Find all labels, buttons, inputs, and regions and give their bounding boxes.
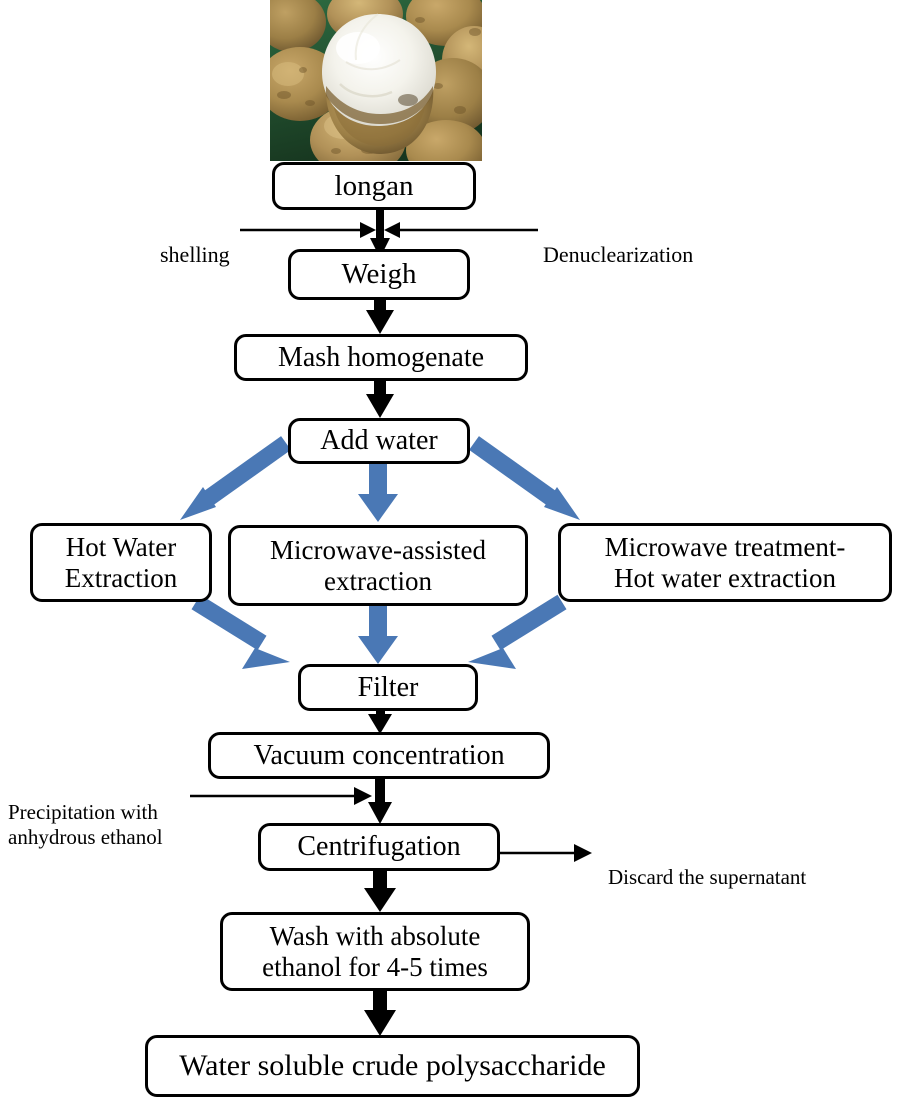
edge-denuclearization <box>384 222 538 238</box>
label-precipitation-text: Precipitation with anhydrous ethanol <box>8 799 163 849</box>
node-hot-water-extraction[interactable]: Hot Water Extraction <box>30 523 212 602</box>
node-weigh[interactable]: Weigh <box>288 249 470 300</box>
node-microwave-treatment-hot-water-extraction[interactable]: Microwave treatment- Hot water extractio… <box>558 523 892 602</box>
label-discard-the-supernatant: Discard the supernatant <box>608 840 806 890</box>
node-centrifugation[interactable]: Centrifugation <box>258 823 500 871</box>
edge-discard-supernatant <box>500 844 592 862</box>
node-microwave-assisted-extraction[interactable]: Microwave-assisted extraction <box>228 525 528 606</box>
node-filter-label: Filter <box>357 671 419 703</box>
edge-shelling <box>240 222 376 238</box>
node-filter[interactable]: Filter <box>298 664 478 711</box>
longan-photo-illustration <box>270 0 482 161</box>
node-microwave-treatment-hot-water-extraction-label: Microwave treatment- Hot water extractio… <box>604 532 846 593</box>
node-centrifugation-label: Centrifugation <box>297 831 461 863</box>
node-add-water-label: Add water <box>320 425 438 457</box>
node-longan-label: longan <box>334 169 414 202</box>
node-final-product[interactable]: Water soluble crude polysaccharide <box>145 1035 640 1097</box>
node-longan[interactable]: longan <box>272 162 476 210</box>
node-weigh-label: Weigh <box>341 258 417 291</box>
node-mash-homogenate-label: Mash homogenate <box>277 341 485 373</box>
label-denuclearization: Denuclearization <box>543 216 693 268</box>
edge-centrifugation-to-wash <box>364 871 396 912</box>
label-discard-text: Discard the supernatant <box>608 864 807 889</box>
edge-hotwater-to-filter <box>191 594 290 669</box>
edge-addwater-to-hotwater <box>180 436 291 520</box>
edge-weigh-to-mash <box>366 300 394 334</box>
edge-filter-to-vacuum <box>368 711 392 734</box>
node-vacuum-concentration[interactable]: Vacuum concentration <box>208 732 550 779</box>
label-shelling-text: shelling <box>160 241 230 267</box>
edge-precipitation <box>190 787 372 805</box>
edge-microwave-assisted-to-filter <box>358 606 398 664</box>
edge-microwave-hotwater-to-filter <box>468 594 567 669</box>
node-final-product-label: Water soluble crude polysaccharide <box>179 1049 606 1083</box>
node-mash-homogenate[interactable]: Mash homogenate <box>234 334 528 381</box>
edge-wash-to-final <box>364 991 396 1036</box>
node-wash-with-ethanol-label: Wash with absolute ethanol for 4-5 times <box>262 921 488 982</box>
node-hot-water-extraction-label: Hot Water Extraction <box>64 532 178 593</box>
edge-vacuum-to-centrifugation <box>368 779 392 824</box>
edge-addwater-to-microwave-assisted <box>358 464 398 522</box>
edge-addwater-to-microwave-hotwater <box>469 436 580 520</box>
label-shelling: shelling <box>160 216 230 268</box>
label-denuclearization-text: Denuclearization <box>543 241 694 267</box>
node-add-water[interactable]: Add water <box>288 418 470 464</box>
longan-photo <box>270 0 482 161</box>
edge-mash-to-addwater <box>366 381 394 418</box>
node-wash-with-ethanol[interactable]: Wash with absolute ethanol for 4-5 times <box>220 912 530 991</box>
node-vacuum-concentration-label: Vacuum concentration <box>253 739 505 771</box>
label-precipitation-with-anhydrous-ethanol: Precipitation with anhydrous ethanol <box>8 775 163 849</box>
node-microwave-assisted-extraction-label: Microwave-assisted extraction <box>270 535 486 596</box>
